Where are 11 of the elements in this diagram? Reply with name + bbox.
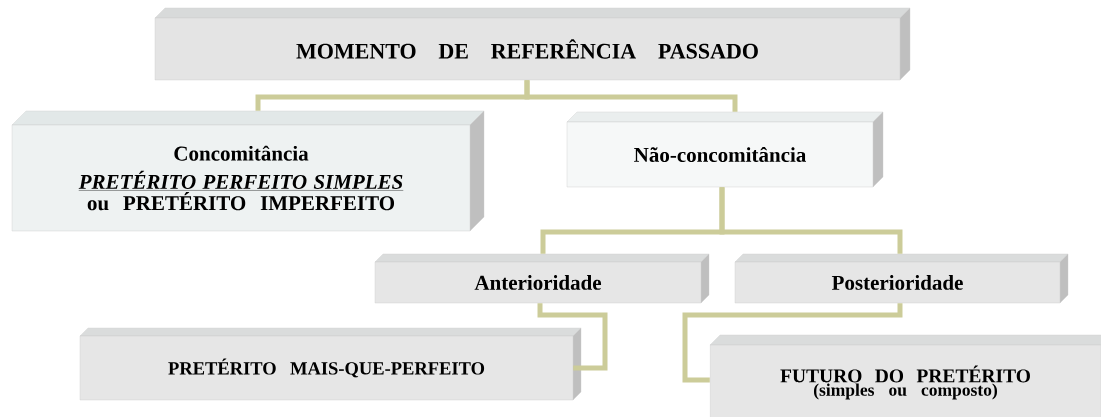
connector-line — [682, 303, 903, 383]
category-box: Posterioridade — [734, 253, 1069, 304]
title-box: MOMENTO DE REFERÊNCIA PASSADO — [154, 7, 911, 81]
category-box: Concomitância PRETÉRITO PERFEITO SIMPLES ou PRETÉRITO IMPERFEITO — [11, 110, 485, 232]
category-box: Não-concomitância — [566, 111, 884, 188]
connector-line — [524, 80, 738, 112]
connector-line — [719, 187, 903, 254]
category-box: FUTURO DO PRETÉRITO (simples ou composto) — [709, 334, 1101, 417]
category-box: PRETÉRITO MAIS-QUE-PERFEITO — [79, 327, 582, 401]
connector-line — [537, 303, 608, 371]
category-box: Anterioridade — [374, 253, 710, 304]
